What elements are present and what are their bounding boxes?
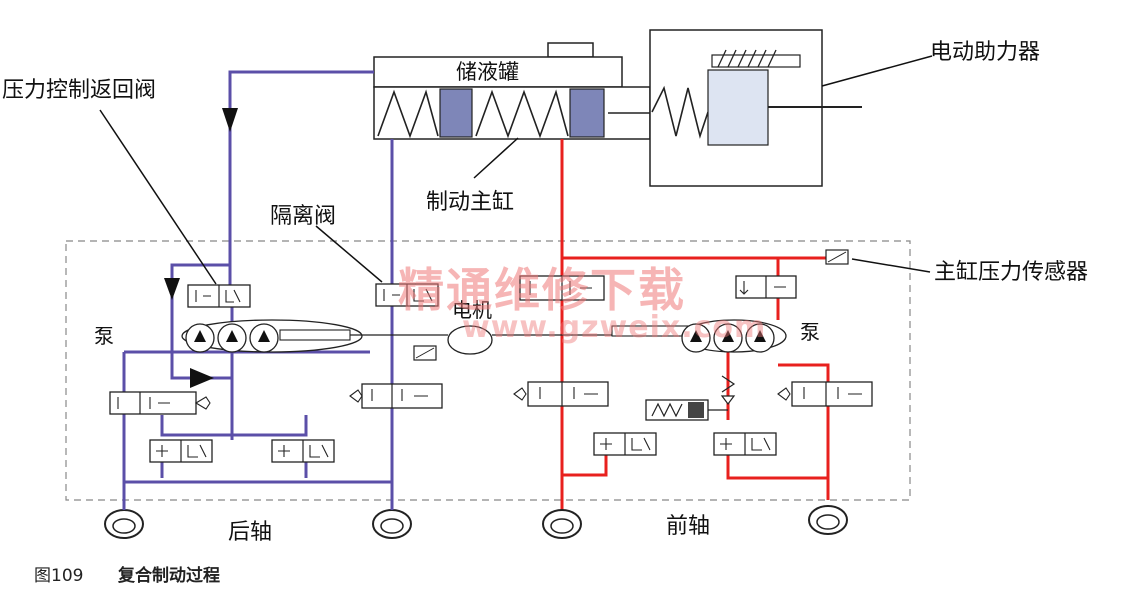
rear-inlet-valve-right: [271, 439, 335, 463]
master-cylinder-assembly: [373, 42, 651, 140]
rear-valve-right: [349, 383, 443, 409]
label-reservoir: 储液罐: [456, 60, 519, 84]
rear-circuit-lines: [122, 70, 394, 498]
wheel-brake-rear-left: [104, 498, 144, 539]
label-pump-right: 泵: [800, 320, 820, 344]
front-inlet-valve-left: [593, 432, 657, 456]
flow-arrow-return: [222, 108, 238, 132]
label-master-cylinder: 制动主缸: [426, 190, 515, 215]
rear-inlet-valve-left: [149, 439, 213, 463]
piston-2: [569, 88, 605, 138]
screw-thread: [717, 49, 777, 68]
front-circuit-lines: [560, 139, 830, 510]
front-valve-left: [513, 381, 609, 407]
watermark-url: www.gzweix.com: [462, 310, 767, 345]
front-valve-right: [777, 381, 873, 407]
ball-screw: [711, 54, 801, 68]
wheel-brake-rear-right: [372, 498, 412, 539]
figure-title: 复合制动过程: [118, 566, 220, 586]
isolation-valve-symbol: [375, 283, 439, 307]
wheel-brake-front-right: [808, 505, 848, 535]
electric-booster: [649, 29, 862, 187]
check-valve: [720, 375, 736, 405]
label-rear-axle: 后轴: [228, 520, 273, 545]
hydraulic-module-boundary: [65, 240, 911, 501]
wheel-brake-front-left: [542, 509, 582, 539]
spring-1: [377, 89, 439, 139]
piston-1: [439, 88, 473, 138]
label-pump-left: 泵: [94, 324, 114, 348]
flow-arrow-right: [190, 368, 214, 388]
label-front-axle: 前轴: [666, 514, 711, 539]
label-electric-booster: 电动助力器: [930, 40, 1041, 65]
spring-2: [475, 89, 569, 139]
rear-pump-inlet-valve: [109, 391, 211, 415]
booster-spring: [651, 85, 709, 139]
label-master-pressure-sensor: 主缸压力传感器: [934, 260, 1089, 285]
leader-lines: [99, 55, 933, 285]
reservoir: [373, 56, 623, 88]
flow-arrow-pump: [164, 278, 180, 300]
watermark-text: 精通维修下载: [398, 263, 686, 317]
label-isolation-valve: 隔离阀: [270, 204, 337, 229]
return-control-valve: [187, 284, 251, 308]
motor: [350, 325, 612, 355]
booster-piston: [707, 69, 769, 146]
front-inlet-valve-right: [713, 432, 777, 456]
label-motor: 电机: [452, 298, 492, 322]
rear-pumps: [181, 319, 363, 353]
reservoir-cap: [547, 42, 594, 58]
front-return-valve: [735, 275, 797, 299]
front-pumps: [611, 319, 787, 353]
accumulator: [645, 399, 728, 421]
figure-number: 图109: [34, 566, 84, 586]
front-isolation-valve: [519, 275, 605, 301]
label-pressure-control-return-valve: 压力控制返回阀: [2, 78, 157, 103]
